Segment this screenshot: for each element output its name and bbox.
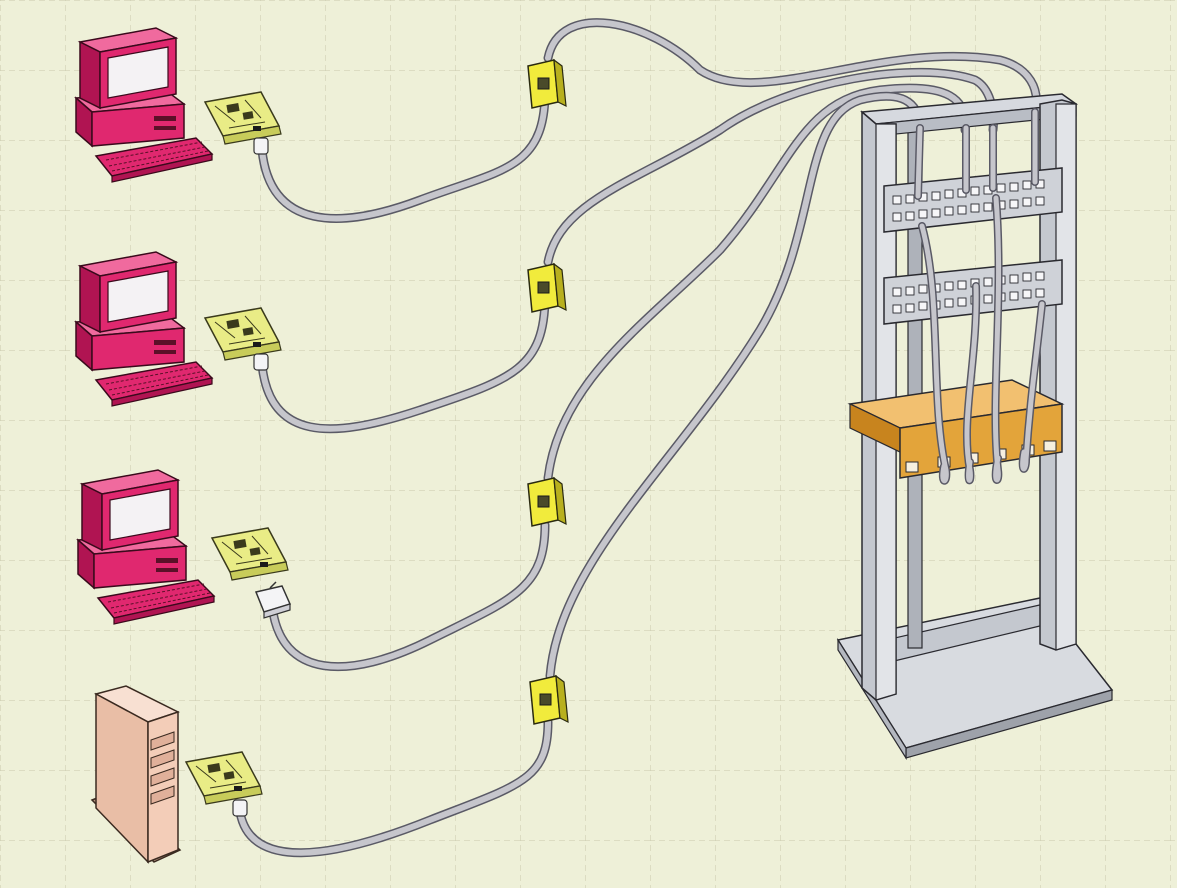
- rj45-plug-1: [254, 138, 268, 154]
- rj45-plug-4: [233, 800, 247, 816]
- wall-jack-icon: [528, 60, 566, 108]
- wall-jack-3: [528, 478, 566, 526]
- wall-jack-4: [530, 676, 568, 724]
- rj45-plug-2: [254, 354, 268, 370]
- equipment-rack: [838, 94, 1112, 758]
- wall-jack-2: [528, 264, 566, 312]
- wall-jack-icon: [530, 676, 568, 724]
- wall-jack-1: [528, 60, 566, 108]
- wall-jack-icon: [528, 478, 566, 526]
- wall-jack-icon: [528, 264, 566, 312]
